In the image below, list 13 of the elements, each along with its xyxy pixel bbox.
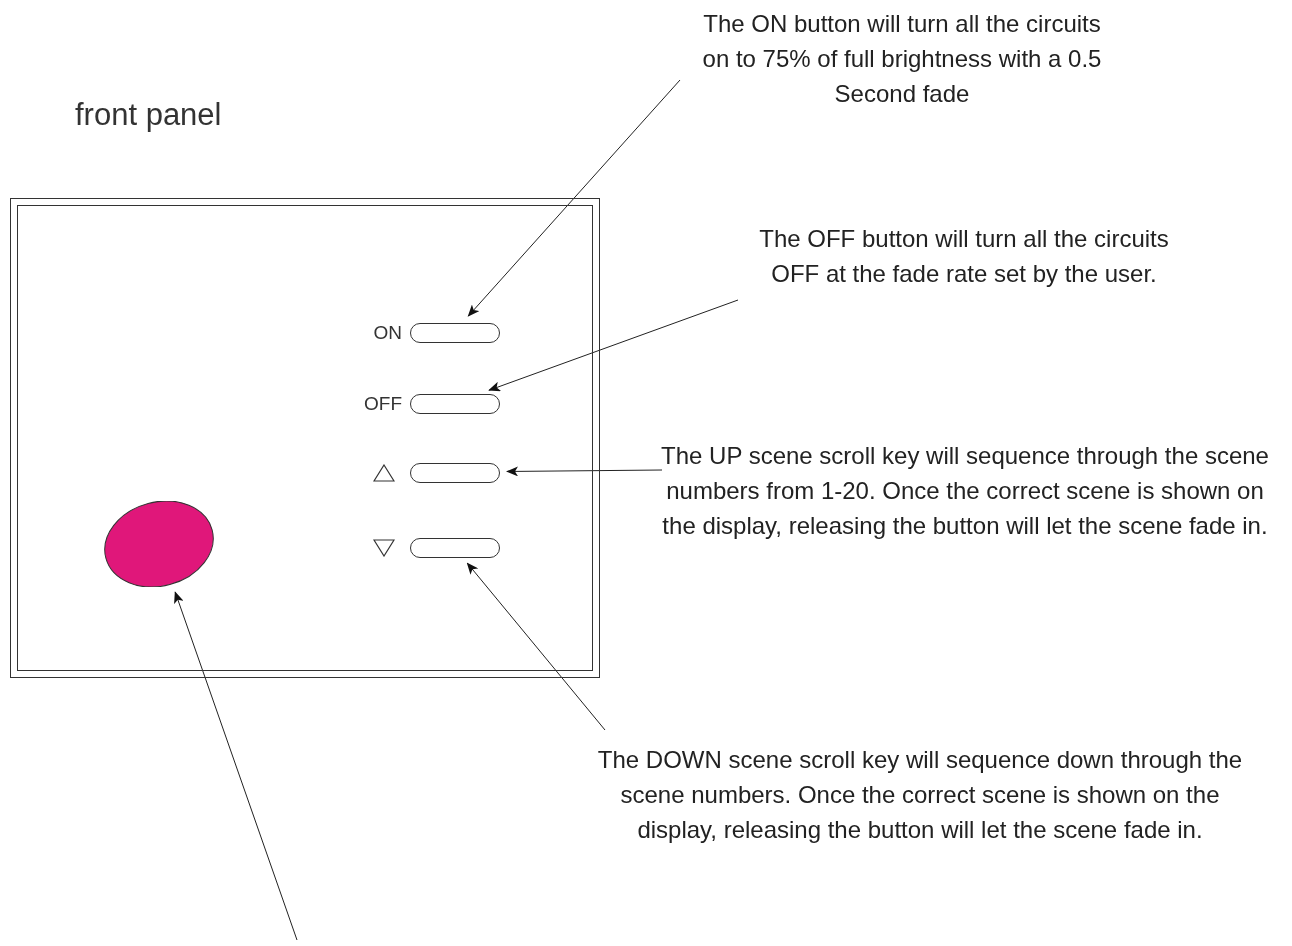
- callout-text: The UP scene scroll key will sequence through the scene numbers from 1-20. Once the correct scene is shown on the display, releasing the button will let the scene fade in.: [660, 441, 1270, 541]
- leader-arrow: [506, 466, 663, 477]
- callout-text: The DOWN scene scroll key will sequence down through the scene numbers. Once the correct scene is shown on the display, releasing the button will let the scene fade in.: [596, 745, 1244, 845]
- leader-arrow: [467, 79, 681, 317]
- diagram-title: front panel: [75, 96, 222, 134]
- leader-arrow: [488, 299, 739, 392]
- leader-arrow: [174, 591, 298, 941]
- button-label: ON: [372, 323, 402, 343]
- callout-text: The ON button will turn all the circuits on to 75% of full brightness with a 0.5 Second fade: [701, 9, 1103, 109]
- callout-text: The OFF button will turn all the circuits OFF at the fade rate set by the user.: [758, 224, 1170, 289]
- front-panel: [10, 198, 600, 678]
- leader-arrow: [466, 562, 606, 731]
- button-label: OFF: [363, 394, 402, 414]
